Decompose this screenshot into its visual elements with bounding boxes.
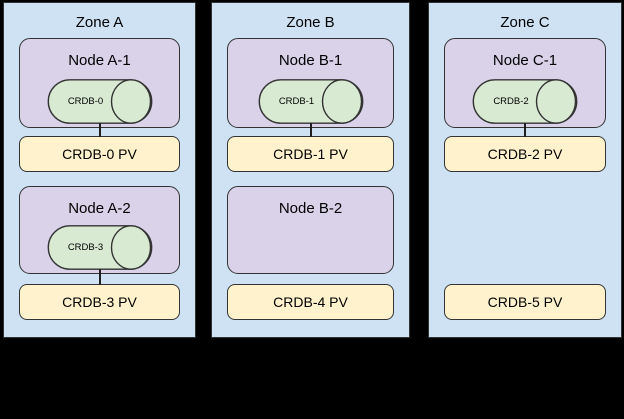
cylinder-icon [47,79,152,124]
zone-b: Zone B Node B-1 CRDB-1 CRDB-1 PV Node B-… [211,2,410,338]
node-b2: Node B-2 [227,186,394,274]
node-title: Node A-2 [68,200,131,217]
zone-c: Zone C Node C-1 CRDB-2 CRDB-2 PV CRDB-5 … [428,2,622,338]
pod-label: CRDB-0 [67,96,104,107]
pv-crdb-0: CRDB-0 PV [19,136,180,172]
node-a2: Node A-2 CRDB-3 [19,186,180,274]
pod-crdb-1: CRDB-1 [258,79,363,124]
pv-label: CRDB-5 PV [487,294,563,310]
cylinder-icon [258,79,363,124]
pod-label: CRDB-2 [493,96,529,107]
zone-a: Zone A Node A-1 CRDB-0 CRDB-0 PV Node A-… [3,2,196,338]
connector-line [309,123,312,137]
pv-crdb-3: CRDB-3 PV [19,284,180,320]
node-title: Node C-1 [492,52,558,69]
node-a1: Node A-1 CRDB-0 [19,38,180,128]
cylinder-icon [472,79,578,124]
connector-line [524,123,526,137]
pv-label: CRDB-0 PV [62,146,137,162]
pv-crdb-5: CRDB-5 PV [444,284,606,320]
node-b1: Node B-1 CRDB-1 [227,38,394,128]
zone-title: Zone C [500,14,550,31]
zone-title: Zone A [75,14,124,31]
zone-title: Zone B [286,14,335,31]
pod-label: CRDB-3 [67,242,104,253]
pod-crdb-3: CRDB-3 [47,225,152,270]
connector-line [98,123,101,137]
pv-label: CRDB-2 PV [487,146,563,162]
connector-line [98,269,101,285]
pv-crdb-2: CRDB-2 PV [444,136,606,172]
pv-label: CRDB-1 PV [273,146,348,162]
cylinder-icon [47,225,152,270]
node-title: Node B-2 [278,200,343,217]
pod-crdb-2: CRDB-2 [472,79,578,124]
pod-label: CRDB-1 [278,96,315,107]
pod-crdb-0: CRDB-0 [47,79,152,124]
pv-label: CRDB-4 PV [273,294,348,310]
pv-crdb-1: CRDB-1 PV [227,136,394,172]
node-title: Node B-1 [278,52,343,69]
pv-label: CRDB-3 PV [62,294,137,310]
pv-crdb-4: CRDB-4 PV [227,284,394,320]
node-title: Node A-1 [68,52,131,69]
node-c1: Node C-1 CRDB-2 [444,38,606,128]
